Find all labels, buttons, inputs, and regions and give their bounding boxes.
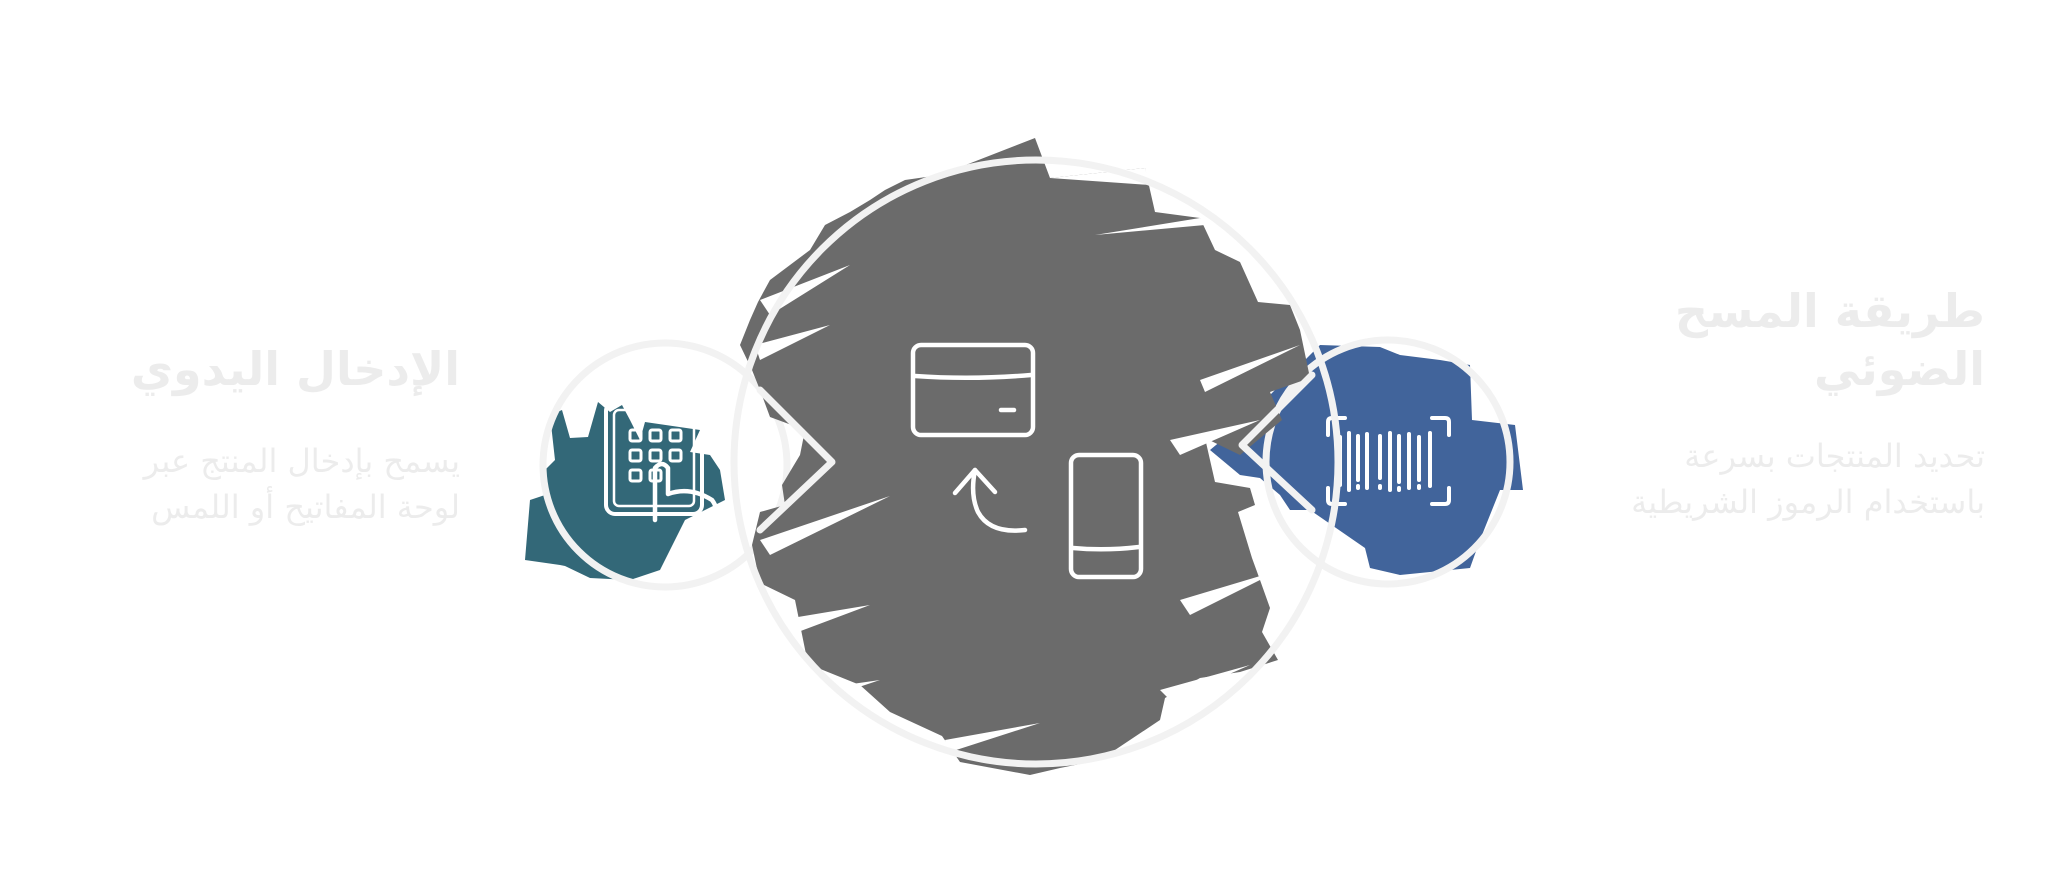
left-connector bbox=[756, 386, 836, 534]
center-node-scribble bbox=[755, 168, 1300, 752]
right-node-outline bbox=[1262, 336, 1514, 588]
center-node-outline bbox=[730, 156, 1342, 768]
center-node-fill bbox=[740, 138, 1310, 775]
center-node bbox=[730, 138, 1342, 775]
left-desc-line1: يسمح بإدخال المنتج عبر bbox=[143, 442, 460, 480]
left-node-fill bbox=[525, 402, 725, 580]
keypad-touch-icon bbox=[604, 400, 719, 523]
connectors bbox=[756, 371, 1316, 534]
card-icon bbox=[910, 342, 1036, 438]
left-title: الإدخال اليدوي bbox=[130, 342, 460, 396]
phone-icon bbox=[1068, 452, 1144, 580]
arrow-up-icon bbox=[952, 467, 1028, 533]
right-connector bbox=[1238, 371, 1316, 514]
left-node bbox=[525, 339, 791, 591]
right-title-line1: طريقة المسح bbox=[1674, 284, 1985, 338]
left-desc-line2: لوحة المفاتيح أو اللمس bbox=[151, 488, 460, 526]
right-title-line2: الضوئي bbox=[1813, 342, 1985, 396]
right-text-block: طريقة المسح الضوئي تحديد المنتجات بسرعة … bbox=[1545, 282, 1985, 525]
left-text-block: الإدخال اليدوي يسمح بإدخال المنتج عبر لو… bbox=[60, 340, 460, 530]
left-node-outline bbox=[539, 339, 791, 591]
right-desc-line1: تحديد المنتجات بسرعة bbox=[1684, 437, 1985, 475]
right-desc-line2: باستخدام الرموز الشريطية bbox=[1631, 483, 1985, 521]
